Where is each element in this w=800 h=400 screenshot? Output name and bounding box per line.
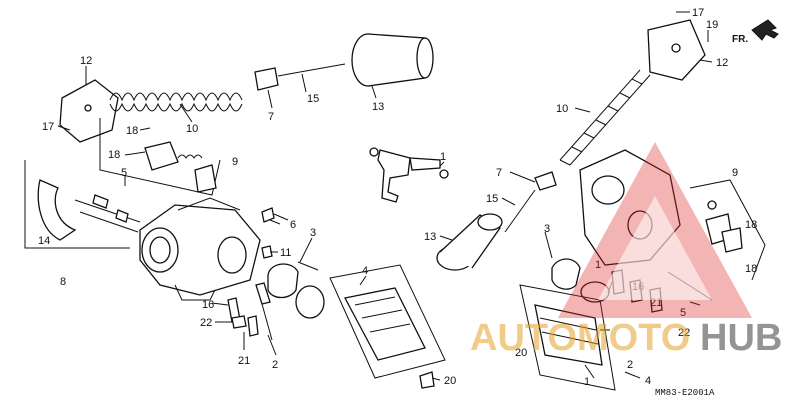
label-1-right-b: 1 [584,376,590,388]
front-direction-label: FR. [732,34,748,45]
spring-left [109,92,243,112]
label-10-left: 10 [186,123,198,135]
label-9-left: 9 [232,156,238,168]
watermark-text-automoto: AUTOMOTO [470,317,690,359]
label-18-left-b: 18 [108,149,120,161]
label-21-left: 21 [238,355,250,367]
top-cover-right [647,19,706,81]
label-22-left: 22 [200,317,212,329]
label-17-left: 17 [42,121,54,133]
jets-left [227,282,273,341]
cap-assembly-right [705,200,743,253]
hose-14 [37,179,77,241]
jet-needle-right [504,171,557,233]
watermark-text-hub: HUB [700,317,782,359]
vacuum-piston-left [351,33,434,87]
pipe-1-left [369,147,449,203]
label-5-right: 5 [680,307,686,319]
label-2-left: 2 [272,359,278,371]
bracket-9-right [689,179,766,281]
label-13-left: 13 [372,101,384,113]
label-4-left: 4 [362,265,368,277]
label-14: 14 [38,235,50,247]
label-20-left: 20 [444,375,456,387]
cap-assembly-left [144,141,217,193]
label-13-right: 13 [424,231,436,243]
label-7-right: 7 [496,167,502,179]
label-18-left-a: 18 [126,125,138,137]
float-chamber-right [519,284,616,391]
label-9-right: 9 [732,167,738,179]
label-16-left: 16 [202,299,214,311]
label-18-right-b: 18 [745,263,757,275]
screws-5-left [74,194,141,233]
label-12-left: 12 [80,55,92,67]
spring-right [559,69,651,166]
bracket-9-left [99,118,221,196]
label-5-left: 5 [121,167,127,179]
vacuum-piston-right [436,213,503,271]
jet-needle-left [254,63,346,91]
label-7-left: 7 [268,111,274,123]
top-cover-left [59,79,119,143]
label-15-left: 15 [307,93,319,105]
label-12-right: 12 [716,57,728,69]
float-chamber-left [329,264,446,379]
screw-20-left [419,371,435,389]
watermark-logo: AUTOMOTO HUB [470,142,782,359]
label-3-right: 3 [544,223,550,235]
label-1-left: 1 [440,151,446,163]
label-1-right-a: 1 [595,259,601,271]
label-15-right: 15 [486,193,498,205]
diaphragm-3-left [267,261,325,319]
label-19: 19 [706,19,718,31]
label-8: 8 [60,276,66,288]
label-4-right: 4 [645,375,651,387]
label-10-right: 10 [556,103,568,115]
carburetor-body-left [139,197,261,301]
label-20-right: 20 [515,347,527,359]
label-2-right: 2 [627,359,633,371]
label-3-left: 3 [310,227,316,239]
label-18-right-a: 18 [745,219,757,231]
diagram-code: MM83-E2001A [655,388,715,398]
label-17-right: 17 [692,7,704,19]
front-direction-arrow [751,19,779,41]
label-11: 11 [280,247,291,259]
small-parts-left [261,207,289,259]
label-22-right: 22 [678,327,690,339]
label-6: 6 [290,219,296,231]
part-number-labels: 12 10 7 15 13 17 18 18 9 5 14 8 6 3 11 4… [38,7,757,398]
bracket-8 [24,160,130,249]
